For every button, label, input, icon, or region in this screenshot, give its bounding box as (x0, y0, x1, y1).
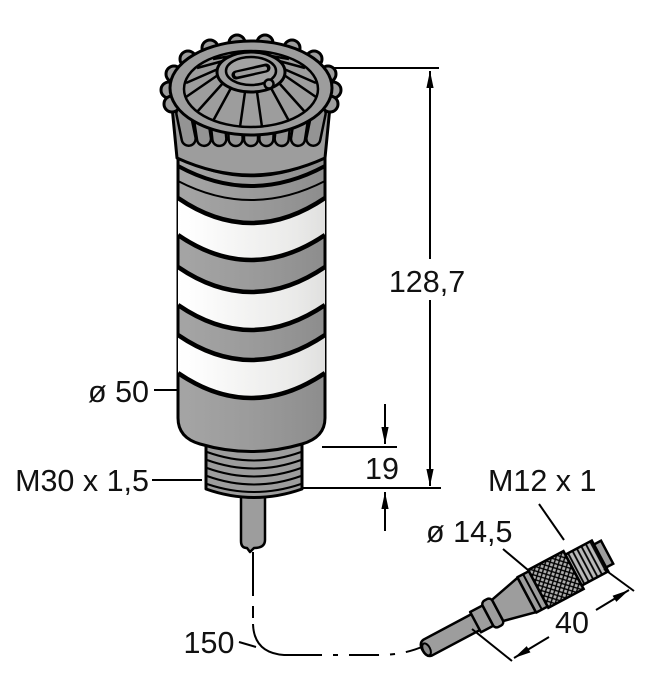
dimension-connector-length: 40 (471, 568, 635, 662)
dimension-connector-diameter: ø 14,5 (426, 515, 529, 571)
label-connector-length: 40 (555, 606, 589, 640)
dimension-mounting-thread: M30 x 1,5 (15, 464, 202, 498)
connector-tip (592, 539, 615, 570)
tower-light (159, 33, 343, 554)
cable-cut-face (421, 642, 432, 657)
cap-hub (215, 50, 287, 94)
dimension-overall-height: 128,7 (332, 67, 465, 486)
label-base-height: 19 (365, 452, 399, 486)
dimension-connector-thread: M12 x 1 (488, 464, 597, 541)
label-cable-length: 150 (184, 626, 235, 660)
lens-segment (178, 198, 325, 260)
top-cap (159, 33, 343, 177)
lens-segment (178, 335, 325, 398)
label-connector-thread: M12 x 1 (488, 464, 597, 498)
dimension-cable-length: 150 (184, 626, 257, 660)
label-body-diameter: ø 50 (88, 375, 149, 409)
lens-segments (176, 196, 327, 401)
hub-notch (263, 78, 275, 90)
dimension-base-height: 19 (303, 404, 441, 531)
lens-segment (178, 267, 325, 330)
m12-connector (419, 538, 615, 658)
label-connector-diameter: ø 14,5 (426, 515, 512, 549)
cable-stub (239, 485, 267, 554)
cable-route (252, 552, 425, 656)
mounting-thread (204, 442, 304, 499)
dimension-body-diameter: ø 50 (88, 375, 177, 409)
label-mounting-thread: M30 x 1,5 (15, 464, 149, 498)
label-overall-height: 128,7 (389, 265, 465, 299)
